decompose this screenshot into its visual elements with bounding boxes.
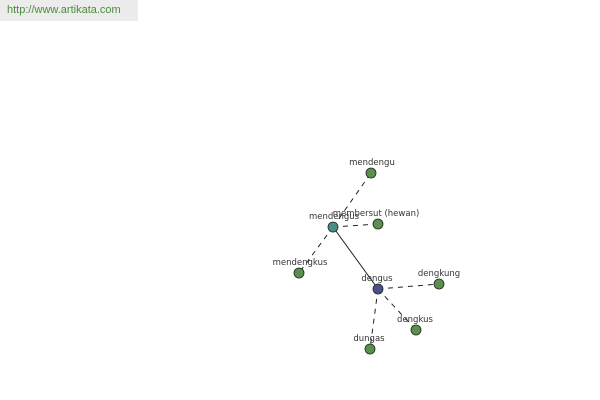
graph-nodes [293,167,445,355]
site-url-link[interactable]: http://www.artikata.com [7,4,121,16]
edge-dengus-dengkung [377,283,440,290]
node-label-mendengu[interactable]: mendengu [349,158,395,168]
node-dengkus[interactable] [410,324,422,336]
node-label-membersut[interactable]: membersut (hewan) [333,209,420,219]
node-mendengkus[interactable] [293,267,305,279]
node-label-dengus[interactable]: dengus [361,274,393,284]
node-label-mendengus[interactable]: mendengus [309,212,360,222]
edge-dengus-mendengus [332,226,379,290]
node-label-dengkus[interactable]: dengkus [397,315,433,325]
graph-edges [298,172,440,350]
node-mendengus[interactable] [327,221,339,233]
node-label-dengkung[interactable]: dengkung [418,269,460,279]
node-dengus[interactable] [372,283,384,295]
node-label-dungas[interactable]: dungas [353,334,385,344]
node-dengkung[interactable] [433,278,445,290]
node-mendengu[interactable] [365,167,377,179]
edge-mendengus-mendengu [332,172,372,228]
site-url-bar: http://www.artikata.com [0,0,138,21]
node-dungas[interactable] [364,343,376,355]
node-label-mendengkus[interactable]: mendengkus [273,258,328,268]
edge-mendengus-membersut [332,223,379,228]
edge-dengus-dungas [369,288,379,350]
node-membersut[interactable] [372,218,384,230]
graph-labels: dengus mendengus mendengu membersut (hewan)… [273,158,461,344]
